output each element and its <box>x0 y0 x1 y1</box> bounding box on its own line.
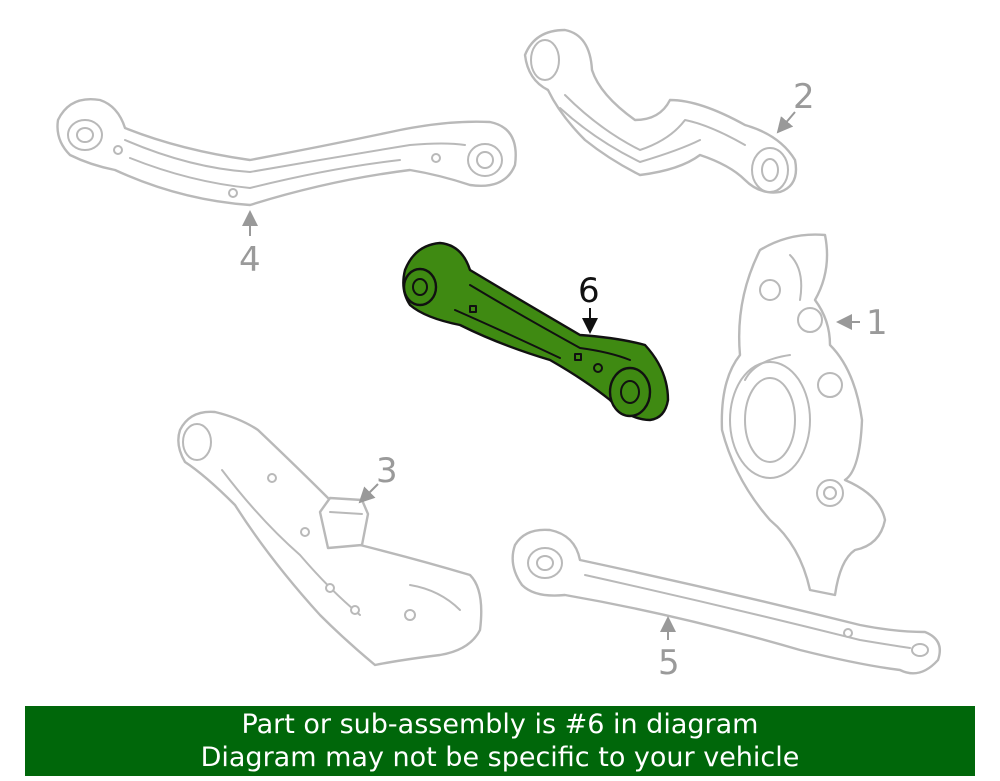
info-banner: Part or sub-assembly is #6 in diagram Di… <box>25 706 975 776</box>
callout-5-label: 5 <box>658 643 680 683</box>
part-5-lateral-link[interactable] <box>511 528 942 675</box>
part-6-highlighted-link[interactable] <box>402 241 670 422</box>
callout-2-label: 2 <box>793 77 815 117</box>
callout-3: 3 <box>358 451 398 504</box>
part-1-knuckle[interactable] <box>720 233 887 597</box>
banner-line-1: Part or sub-assembly is #6 in diagram <box>241 709 759 740</box>
callout-1-label: 1 <box>866 303 888 343</box>
callout-6-label: 6 <box>578 271 600 311</box>
part-3-lower-arm[interactable] <box>177 410 483 667</box>
part-4-control-arm[interactable] <box>56 98 517 207</box>
callout-1: 1 <box>836 303 888 343</box>
callout-4-label: 4 <box>239 240 261 280</box>
callout-3-label: 3 <box>376 451 398 491</box>
callout-2: 2 <box>776 77 815 134</box>
callout-4: 4 <box>239 210 261 280</box>
parts-diagram: 1 2 3 4 5 6 <box>56 28 942 683</box>
part-2-link[interactable] <box>523 28 798 194</box>
callout-5: 5 <box>658 616 680 683</box>
banner-line-2: Diagram may not be specific to your vehi… <box>200 742 800 773</box>
callout-6: 6 <box>578 271 600 334</box>
